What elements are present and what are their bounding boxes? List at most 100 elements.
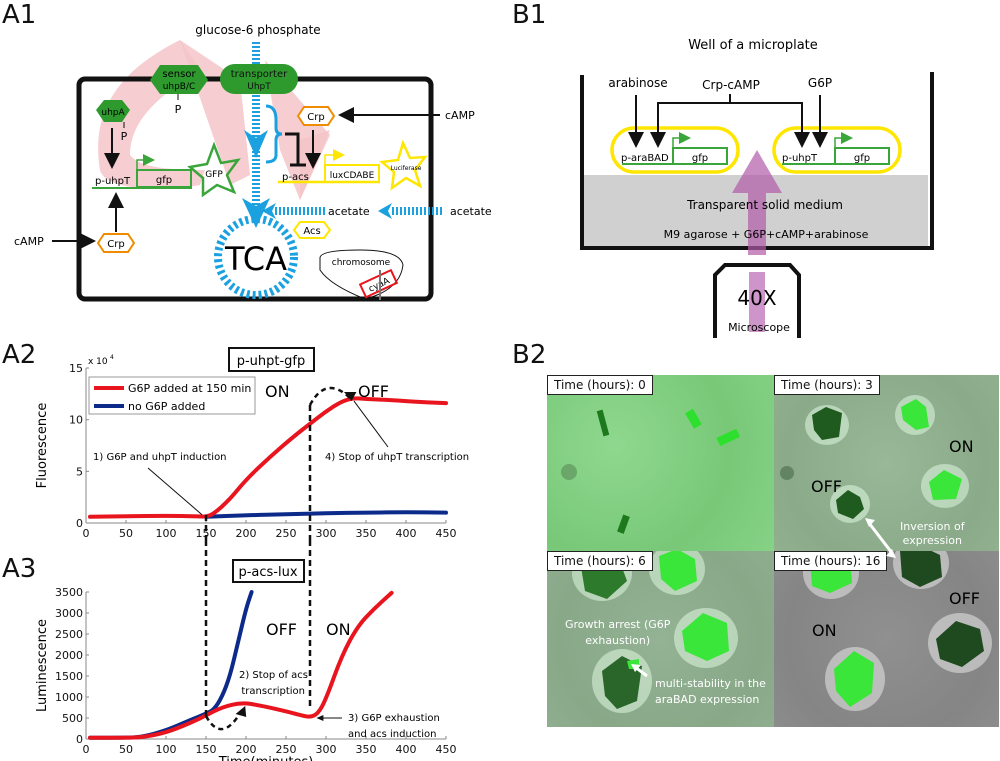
microscope-objective — [713, 263, 801, 338]
svg-text:luxCDABE: luxCDABE — [330, 171, 375, 181]
tca-cycle — [214, 215, 298, 299]
x-tick-label: 0 — [83, 527, 90, 540]
svg-text:P: P — [121, 130, 128, 143]
svg-text:Acs: Acs — [303, 226, 320, 237]
off-label-t16: OFF — [949, 589, 980, 608]
annotation-3: and acs induction — [348, 729, 436, 740]
svg-text:Crp: Crp — [107, 239, 124, 250]
luciferase-star — [378, 139, 428, 191]
title-box — [228, 347, 315, 372]
annotation-2: transcription — [241, 686, 305, 697]
camp-right-label: cAMP — [445, 109, 475, 122]
x-tick-label: 400 — [396, 743, 417, 756]
annotation-1: 1) G6P and uhpT induction — [93, 452, 227, 463]
series-line-red — [88, 590, 394, 740]
uhpA-label: uhpA — [101, 108, 125, 118]
time-label-t3: Time (hours): 3 — [774, 375, 880, 395]
curved-dashed-arrow — [204, 709, 244, 731]
well-title: Well of a microplate — [688, 38, 818, 53]
svg-text:gfp: gfp — [156, 175, 172, 186]
y-tick-label: 10 — [69, 414, 83, 427]
y-tick-label: 5 — [76, 465, 83, 478]
p-araBAD-label: p-araBAD — [621, 153, 669, 164]
series-line-blue — [204, 510, 448, 519]
micrograph-t0: Time (hours): 0 — [547, 375, 774, 551]
recipe-label: M9 agarose + G6P+cAMP+arabinose — [664, 228, 869, 241]
svg-text:gfp: gfp — [854, 153, 870, 164]
annotation-2: 2) Stop of acs — [239, 670, 308, 681]
cell-left — [610, 126, 740, 174]
y-tick-label: 500 — [62, 712, 83, 725]
panel-label-a3: A3 — [2, 554, 37, 584]
arrowhead — [344, 392, 357, 401]
series-line-red — [88, 396, 448, 519]
x-tick-label: 150 — [196, 527, 217, 540]
y-axis-label: Fluorescence — [35, 403, 50, 489]
x-tick-label: 0 — [83, 743, 90, 756]
crp-camp-label: Crp-cAMP — [702, 78, 760, 92]
x-tick-label: 400 — [396, 527, 417, 540]
acetate-outer-label: acetate — [450, 205, 492, 218]
y-axis-label: Luminescence — [35, 619, 50, 712]
svg-text:uhpB/C: uhpB/C — [163, 82, 196, 92]
y-tick-label: 15 — [69, 362, 83, 375]
time-label-t16: Time (hours): 16 — [774, 551, 888, 571]
microscope-label: Microscope — [728, 321, 790, 334]
series-line-blue — [88, 590, 254, 740]
legend-label: G6P added at 150 min — [128, 382, 251, 395]
camp-left-label: cAMP — [14, 235, 44, 248]
y-tick-label: 0 — [76, 517, 83, 530]
x-tick-label: 300 — [316, 743, 337, 756]
transporter-label: transporter — [231, 69, 288, 80]
b1-microplate-diagram: Well of a microplate p-araBAD gfp p-uhpT… — [580, 38, 934, 338]
glucose6p-label: glucose-6 phosphate — [195, 23, 320, 37]
x-tick-label: 350 — [356, 527, 377, 540]
svg-text:Luciferase: Luciferase — [391, 165, 422, 172]
a1-cell-diagram: glucose-6 phosphate transporter UhpT sen… — [14, 23, 492, 302]
svg-text:GFP: GFP — [205, 170, 223, 180]
p-uhpT-b1-label: p-uhpT — [782, 153, 818, 164]
x-tick-label: 50 — [119, 743, 133, 756]
legend-label: no G6P added — [128, 400, 205, 413]
on-label: ON — [326, 620, 351, 639]
x-tick-label: 100 — [156, 527, 177, 540]
p-acs-label: p-acs — [282, 172, 309, 183]
g6p-label: G6P — [808, 76, 832, 90]
x-tick-label: 300 — [316, 527, 337, 540]
micrograph-t16: Time (hours): 16 OFF ON — [774, 551, 999, 727]
x-tick-label: 200 — [236, 743, 257, 756]
on-label-t16: ON — [812, 621, 837, 640]
x-tick-label: 450 — [436, 527, 457, 540]
on-label: ON — [265, 382, 290, 401]
x-tick-label: 150 — [196, 743, 217, 756]
arrowhead — [316, 715, 324, 721]
arabinose-label: arabinose — [608, 76, 667, 90]
objective-label: 40X — [737, 286, 776, 310]
x-tick-label: 350 — [356, 743, 377, 756]
chromosome-label: chromosome — [332, 258, 391, 268]
y-tick-label: 2000 — [55, 649, 83, 662]
x-tick-label: 450 — [436, 743, 457, 756]
y-exponent-label: x 10 — [88, 357, 108, 367]
panel-label-a2: A2 — [2, 340, 37, 370]
a2-fluorescence-chart: 050100150200250300350400450051015Time(mi… — [35, 347, 469, 540]
panel-label-a1: A1 — [2, 0, 37, 30]
svg-text:gfp: gfp — [692, 153, 708, 164]
x-axis-label: Time(minutes) — [218, 539, 314, 540]
x-tick-label: 50 — [119, 527, 133, 540]
y-tick-label: 1000 — [55, 691, 83, 704]
annotation-4-pointer — [353, 400, 389, 448]
b2-micrograph-grid: Time (hours): 0 Time (hours): 3 ON OFF I… — [547, 375, 999, 727]
x-tick-label: 250 — [276, 743, 297, 756]
title-box — [232, 559, 305, 583]
y-tick-label: 3000 — [55, 607, 83, 620]
x-axis-label: Time(minutes) — [218, 755, 314, 761]
y-exponent-sup: 4 — [110, 354, 114, 361]
chart-title: p-uhpt-gfp — [237, 354, 306, 369]
x-tick-label: 100 — [156, 743, 177, 756]
off-label-t3: OFF — [811, 477, 842, 496]
